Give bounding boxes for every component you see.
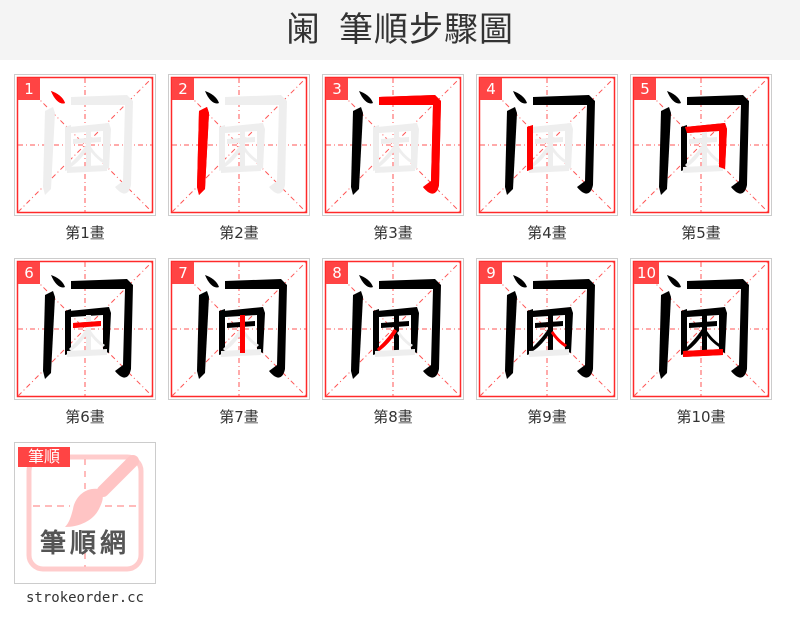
step-caption: 第6畫 (65, 408, 105, 426)
step-number-badge: 9 (480, 262, 502, 284)
step-number-badge: 2 (172, 78, 194, 100)
step-number-badge: 10 (634, 262, 660, 284)
stroke-step-cell[interactable]: 6 (14, 258, 156, 400)
stroke-step-cell[interactable]: 4 (476, 74, 618, 216)
step-caption: 第4畫 (527, 224, 567, 242)
step-number-badge: 8 (326, 262, 348, 284)
logo-tag: 筆順 (18, 447, 70, 467)
stroke-step-cell[interactable]: 9 (476, 258, 618, 400)
step-caption: 第3畫 (373, 224, 413, 242)
title-text: 筆順步驟圖 (339, 10, 514, 50)
character-grid-icon (170, 76, 308, 214)
character-grid-icon (632, 260, 770, 398)
step-caption: 第7畫 (219, 408, 259, 426)
step-caption: 第2畫 (219, 224, 259, 242)
character-grid-icon (16, 260, 154, 398)
stroke-step-cell[interactable]: 3 (322, 74, 464, 216)
brush-icon (26, 454, 144, 572)
site-link[interactable]: strokeorder.cc (25, 590, 144, 606)
character-grid-icon (632, 76, 770, 214)
title-character: 阑 (286, 10, 321, 50)
logo-card[interactable]: 筆順 筆順網 (14, 442, 156, 584)
header-bar (0, 0, 800, 60)
stroke-step-cell[interactable]: 10 (630, 258, 772, 400)
step-caption: 第8畫 (373, 408, 413, 426)
step-caption: 第5畫 (681, 224, 721, 242)
step-number-badge: 6 (18, 262, 40, 284)
character-grid-icon (170, 260, 308, 398)
stroke-step-cell[interactable]: 7 (168, 258, 310, 400)
step-caption: 第1畫 (65, 224, 105, 242)
step-number-badge: 5 (634, 78, 656, 100)
step-caption: 第10畫 (676, 408, 726, 426)
step-number-badge: 4 (480, 78, 502, 100)
character-grid-icon (478, 76, 616, 214)
step-number-badge: 1 (18, 78, 40, 100)
step-number-badge: 7 (172, 262, 194, 284)
stroke-step-cell[interactable]: 1 (14, 74, 156, 216)
character-grid-icon (478, 260, 616, 398)
step-number-badge: 3 (326, 78, 348, 100)
stroke-step-cell[interactable]: 2 (168, 74, 310, 216)
page-title: 阑筆順步驟圖 (0, 0, 800, 60)
step-caption: 第9畫 (527, 408, 567, 426)
stroke-step-cell[interactable]: 5 (630, 74, 772, 216)
character-grid-icon (324, 76, 462, 214)
character-grid-icon (16, 76, 154, 214)
character-grid-icon (324, 260, 462, 398)
stroke-step-cell[interactable]: 8 (322, 258, 464, 400)
logo-word: 筆順網 (39, 529, 130, 559)
